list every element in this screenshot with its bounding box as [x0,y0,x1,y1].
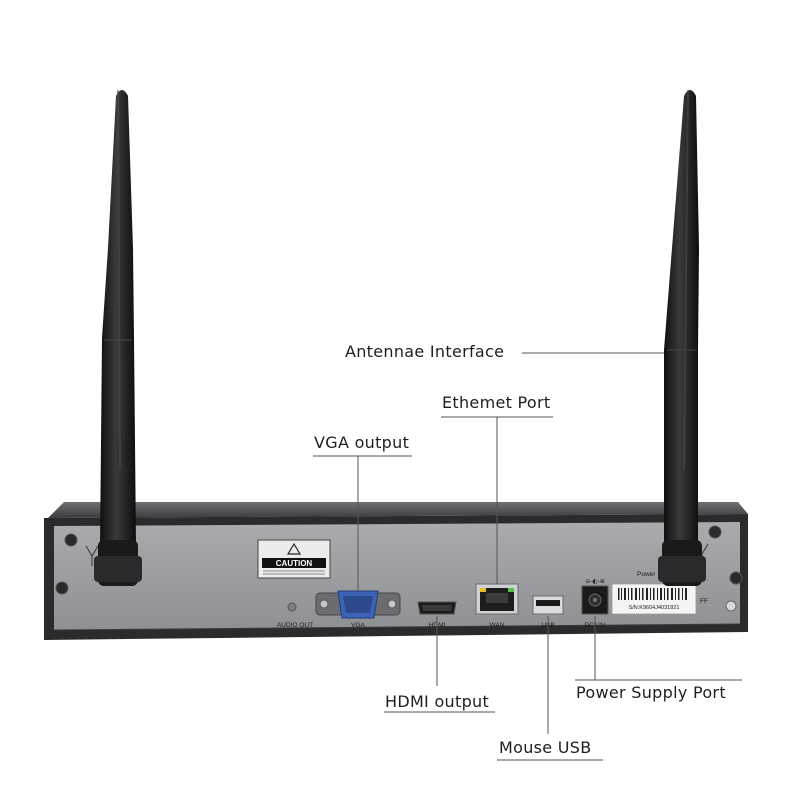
rear-panel [54,522,740,630]
audio-out-jack [287,602,297,612]
screw-icon [729,571,743,585]
screw-icon [708,525,722,539]
mouse-usb-callout: Mouse USB [499,738,592,757]
screw-icon [55,581,69,595]
hdmi-output-callout: HDMI output [385,692,490,711]
nvr-chassis [44,502,748,640]
usb-port [532,595,564,615]
power-supply-callout: Power Supply Port [576,683,726,702]
callout-lines [313,352,742,761]
serial-sticker: S/N:K9604J4031821 [611,583,697,615]
barcode-icon [618,588,687,600]
caution-label: CAUTION [257,539,331,579]
caution-text: CAUTION [276,559,313,568]
left-antenna [94,89,142,586]
screw-icon [64,533,78,547]
polarity-icon: ⊖-◐-⊕ [585,578,605,585]
audio-out-label: AUDIO OUT [277,622,313,629]
off-label: FF [700,598,708,605]
antenna-interface-callout: Antennae Interface [345,342,505,361]
vga-label: VGA [351,622,365,629]
ethernet-port-callout: Ethemet Port [442,393,551,412]
vga-output-callout: VGA output [314,433,410,452]
serial-number: S/N:K9604J4031821 [629,605,680,611]
ground-screw-icon [725,600,737,612]
ethernet-port [475,583,519,615]
vga-port [315,590,401,619]
warning-icon [286,542,302,555]
hdmi-port [417,601,457,615]
chassis-screws [55,525,743,612]
wan-label: WAN [490,622,505,629]
right-antenna [658,89,706,586]
chassis-top-surface [48,502,748,518]
dc-power-jack [581,585,609,615]
power-label: Power [637,571,656,578]
